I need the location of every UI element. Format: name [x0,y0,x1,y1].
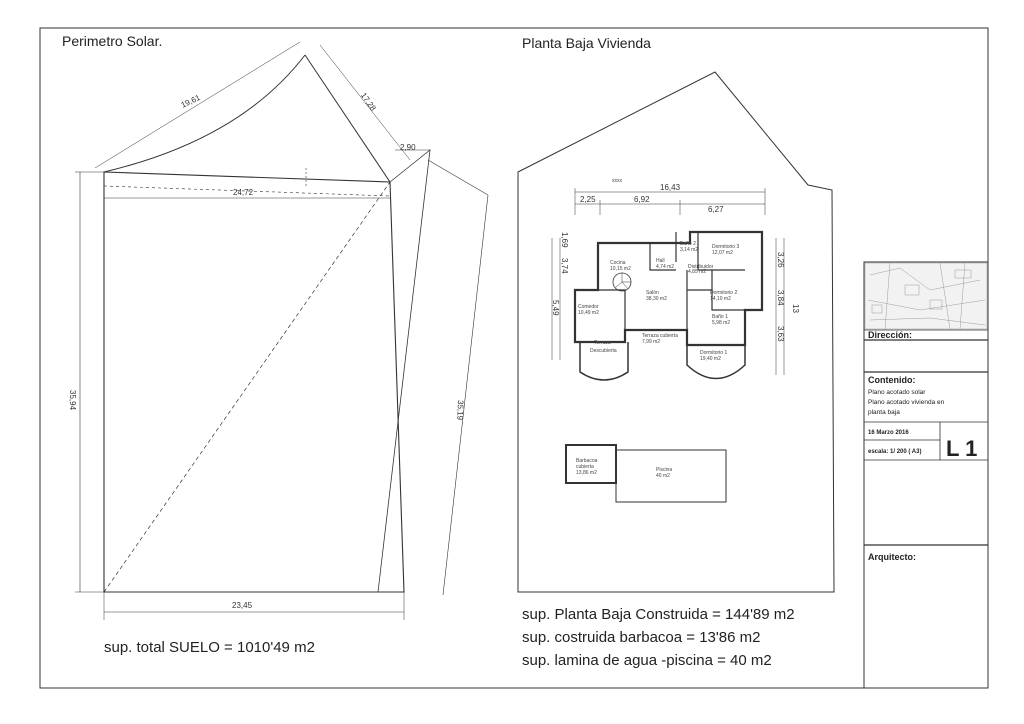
room-dorm1-area: 19,40 m2 [700,356,721,362]
plan-note: xxxx [612,178,623,184]
piscina-name: Piscina [656,467,672,473]
room-hall-area: 4,74 m2 [656,264,674,270]
dim-arc: 19,61 [180,93,202,110]
dim-top: 24,72 [233,188,254,197]
room-comedor-name: Comedor [578,304,599,310]
summary-line-1: sup. Planta Baja Construida = 144'89 m2 [522,606,795,623]
room-terraza-cub-area: 7,99 m2 [642,339,660,345]
room-bano2-name: Baño 2 [680,241,696,247]
dim-plan-left-b: 3,74 [560,258,569,274]
lot-arc [103,54,306,173]
perimetro-title: Perimetro Solar. [62,33,162,49]
date-label: 16 Marzo 2016 [868,430,909,436]
barbacoa-area: 13,86 m2 [576,470,597,476]
room-terraza-desc-sub: Descubierta [590,348,617,354]
sheet-frame [39,27,989,689]
location-map-thumbnail [864,262,988,330]
dim-left: 35,94 [68,390,77,411]
dim-bottom: 23,45 [232,601,253,610]
piscina-area: 40 m2 [656,473,670,479]
barbacoa-name: Barbacoa [576,458,598,464]
lot-outline [103,171,405,593]
contenido-label: Contenido: [868,375,916,385]
dim-plan-overall: 16,43 [660,183,681,192]
room-salon-name: Salón [646,290,659,296]
lot-diagonal [103,181,391,593]
room-dorm2-name: Dormitorio 2 [710,290,737,296]
dim-plan-right-total: 13 [791,304,800,313]
room-cocina-name: Cocina [610,260,626,266]
plan-site-outline [517,71,835,593]
barbacoa-sub: cubierta [576,464,594,470]
site-total-area: sup. total SUELO = 1010'49 m2 [104,639,315,656]
room-salon-area: 38,30 m2 [646,296,667,302]
house-walls [573,230,764,381]
room-dorm2-area: 14,10 m2 [710,296,731,302]
outbuildings [565,444,727,503]
dim-plan-right-a: 3,26 [776,252,785,268]
room-dorm3-area: 12,07 m2 [712,250,733,256]
dim-plan-left-a: 1,69 [560,232,569,248]
direccion-label: Dirección: [868,330,912,340]
dim-plan-right-b: 3,84 [776,290,785,306]
escala-label: escala: 1/ 200 ( A3) [868,449,921,455]
room-hall-name: Hall [656,258,665,264]
dim-plan-c: 6,27 [708,205,724,214]
sheet-number: L 1 [946,436,977,461]
dim-plan-a: 2,25 [580,195,596,204]
dim-diag: 17,28 [359,91,378,113]
arquitecto-label: Arquitecto: [868,552,916,562]
dim-right: 35,19 [455,400,465,421]
dim-plan-left-c: 5,49 [551,300,560,316]
room-terraza-cub-name: Terraza cubierta [642,333,678,339]
contenido-line-1: Plano acotado solar [868,389,926,396]
room-bano2-area: 3,14 m2 [680,247,698,253]
title-block [863,261,989,689]
site-perimeter [75,41,489,620]
room-dorm1-name: Dormitorio 1 [700,350,727,356]
summary-line-3: sup. lamina de agua -piscina = 40 m2 [522,652,772,669]
room-bano1-name: Baño 1 [712,314,728,320]
planta-title: Planta Baja Vivienda [522,35,651,51]
summary-line-2: sup. costruida barbacoa = 13'86 m2 [522,629,760,646]
room-distrib-name: Distribuidor [688,264,714,270]
room-cocina-area: 10,15 m2 [610,266,631,272]
plan-dimensions [551,188,785,375]
room-dorm3-name: Dormitorio 3 [712,244,739,250]
dim-plan-b: 6,92 [634,195,650,204]
contenido-line-2: Plano acotado vivienda en [868,399,945,406]
room-terraza-desc-name: Terraza [594,340,611,346]
room-bano1-area: 5,98 m2 [712,320,730,326]
contenido-line-3: planta baja [868,409,900,416]
dim-small: 2,90 [400,143,416,152]
room-comedor-area: 10,49 m2 [578,310,599,316]
dim-plan-right-c: 3,63 [776,326,785,342]
room-distrib-area: 4,85 m2 [688,269,706,275]
